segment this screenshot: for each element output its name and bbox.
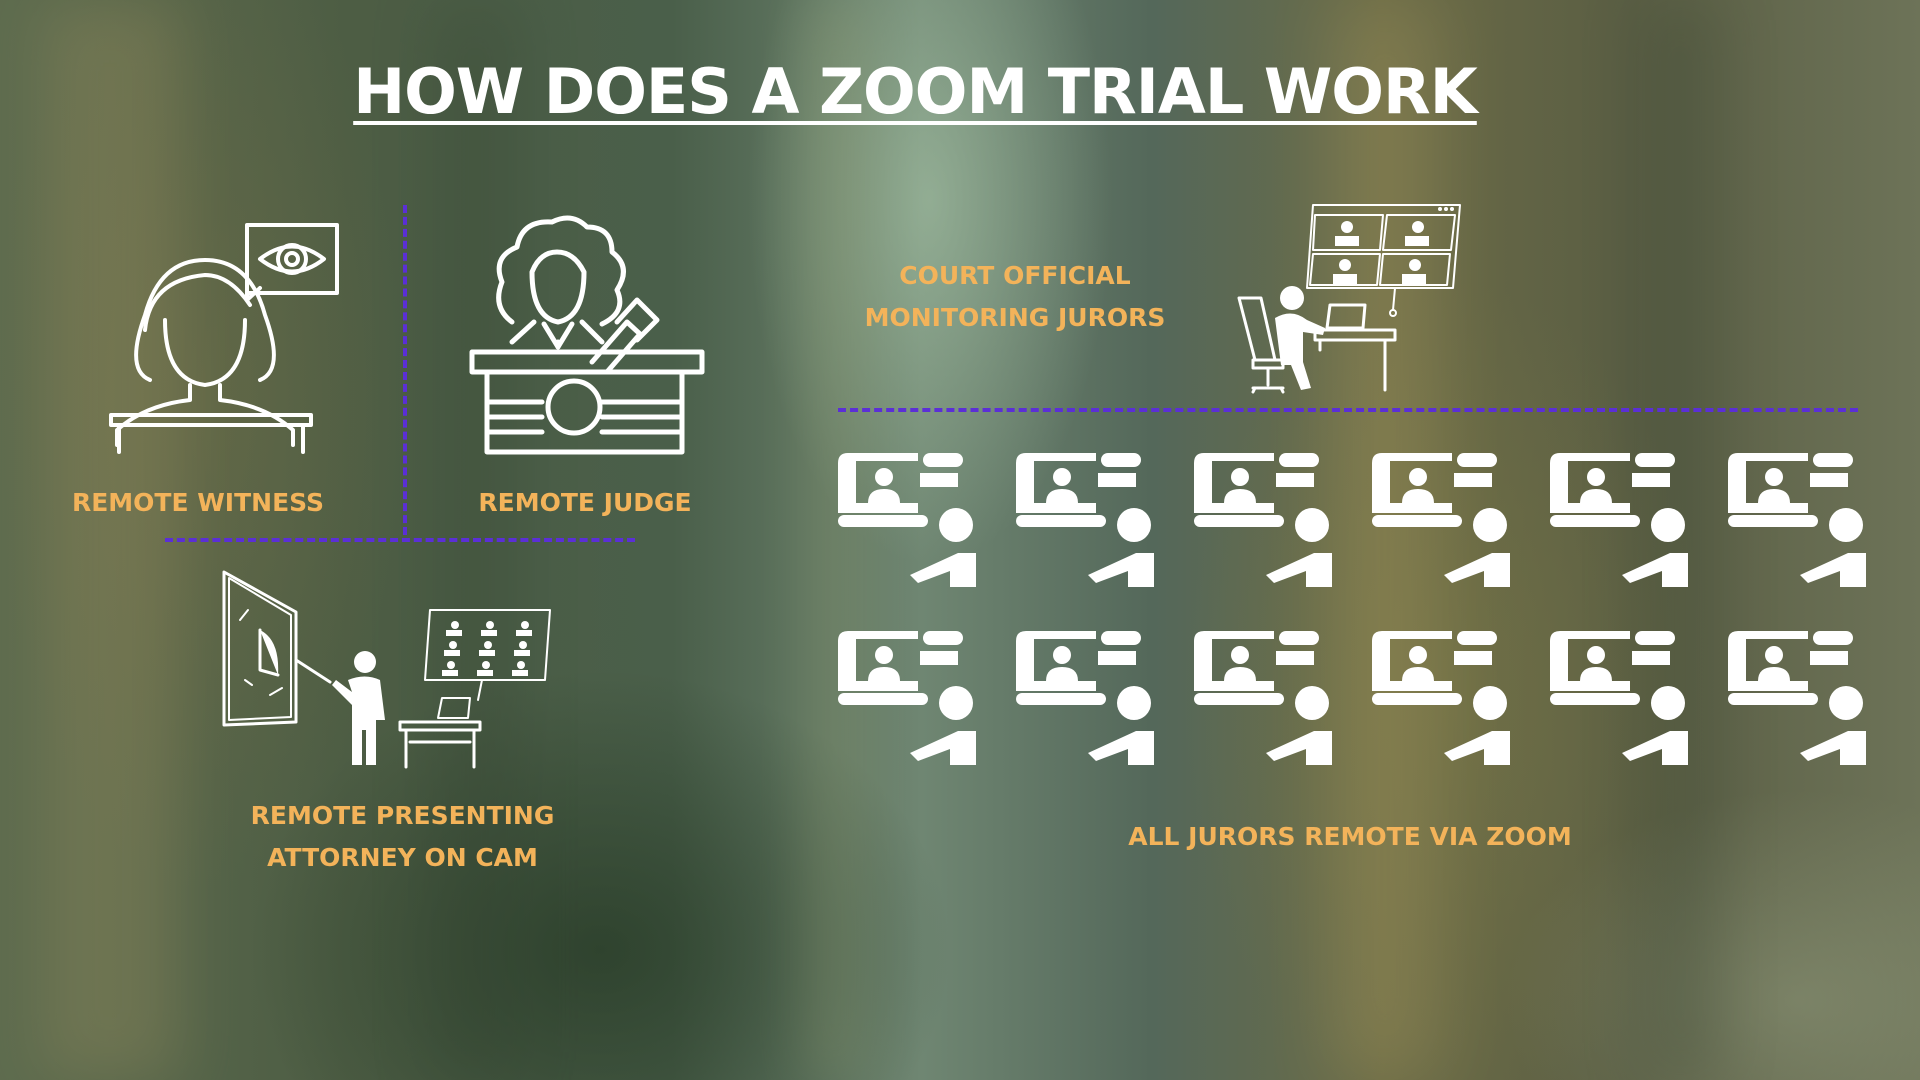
divider-horizontal-right [838,408,1858,412]
juror-laptop-icon [1016,453,1156,588]
juror-laptop-icon [1372,631,1512,766]
remote-attorney-label: REMOTE PRESENTING ATTORNEY ON CAM [250,801,555,872]
remote-judge-label: REMOTE JUDGE [478,488,692,517]
juror-laptop-icon [1550,453,1690,588]
juror-laptop-icon [1728,631,1868,766]
juror-laptop-icon [1194,631,1334,766]
attorney-icon [220,570,560,770]
juror-laptop-icon [1016,631,1156,766]
juror-laptop-icon [1550,631,1690,766]
judge-icon [462,212,712,457]
juror-laptop-icon [1728,453,1868,588]
divider-vertical [403,205,407,535]
juror-laptop-icon [838,453,978,588]
juror-laptop-icon [1194,453,1334,588]
juror-laptop-icon [838,631,978,766]
remote-witness-label: REMOTE WITNESS [71,488,325,517]
court-official-label: COURT OFFICIAL MONITORING JURORS [864,261,1166,332]
page-title: HOW DOES A ZOOM TRIAL WORK [353,55,1478,128]
court-official-icon [1235,200,1465,395]
divider-horizontal-left [165,538,635,542]
juror-laptop-icon [1372,453,1512,588]
witness-icon [105,220,345,455]
all-jurors-label: ALL JURORS REMOTE VIA ZOOM [1128,822,1572,851]
